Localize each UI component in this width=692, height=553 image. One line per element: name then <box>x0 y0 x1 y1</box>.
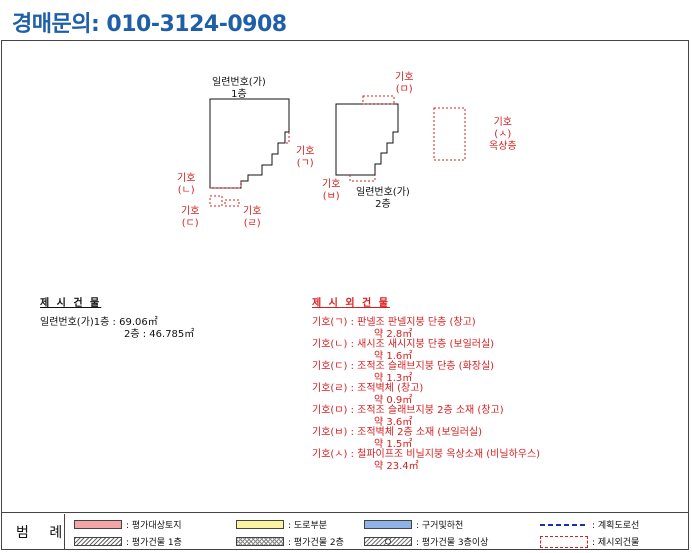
annex-mi-outline <box>362 95 395 105</box>
legend-box <box>64 514 689 550</box>
label-rieul-line1: 기호 <box>243 206 262 217</box>
legend-item: : 제시외건물 <box>540 535 639 548</box>
label-ga-1f-line2: 1층 <box>231 89 247 100</box>
label-nieun-line1: 기호 <box>177 173 196 184</box>
label-digeut-line1: 기호 <box>181 206 200 217</box>
label-ga-1f-line1: 일련번호(가) <box>212 77 266 88</box>
legend-swatch <box>236 537 284 546</box>
included-buildings-title: 제 시 건 물 <box>40 298 102 309</box>
building-ga-1f-outline <box>209 98 290 189</box>
included-line-1: 일련번호(가)1층 : 69.06㎡ <box>40 317 158 328</box>
excluded-item-area: 약 0.9㎡ <box>374 395 413 406</box>
label-bieup-line2: (ㅂ) <box>322 191 340 202</box>
excluded-item: 기호(ㄷ) : 조적조 슬래브지붕 단층 (화장실)약 1.3㎡ <box>312 361 494 384</box>
excluded-item-desc: 기호(ㄹ) : 조적벽체 (창고) <box>312 383 424 394</box>
legend-swatch <box>364 537 412 546</box>
annex-giyeok-outline <box>285 132 290 144</box>
excluded-item-area: 약 2.8㎡ <box>374 329 413 340</box>
label-giyeok: 기호 (ㄱ) <box>296 146 314 170</box>
excluded-item-area: 약 23.4㎡ <box>374 461 419 472</box>
label-giyeok-line2: (ㄱ) <box>296 158 314 169</box>
excluded-item: 기호(ㄹ) : 조적벽체 (창고)약 0.9㎡ <box>312 383 423 406</box>
label-mi-line1: 기호 <box>395 72 414 83</box>
legend-swatch <box>236 520 284 529</box>
label-ga-1f: 일련번호(가) 1층 <box>212 77 266 101</box>
label-mi: 기호 (ㅁ) <box>395 72 413 96</box>
legend-label: : 평가건물 3층이상 <box>416 538 489 548</box>
label-sa: 기호 (ㅅ) 옥상층 <box>489 117 517 153</box>
excluded-item-desc: 기호(ㅂ) : 조적벽체 2층 소재 (보일러실) <box>312 427 483 438</box>
legend-label: : 평가건물 1층 <box>126 538 182 548</box>
label-rieul: 기호 (ㄹ) <box>243 206 261 230</box>
drawing-frame <box>1 40 689 550</box>
label-sa-line2: (ㅅ) <box>494 129 512 140</box>
legend-item: : 도로부분 <box>236 518 327 531</box>
legend-label: : 계획도로선 <box>592 521 640 531</box>
legend-item: : 평가대상토지 <box>74 518 182 531</box>
label-sa-line1: 기호 <box>493 117 512 128</box>
label-ga-2f: 일련번호(가) 2층 <box>356 187 410 211</box>
legend-swatch <box>74 537 122 546</box>
annex-sa-outline <box>433 107 466 161</box>
legend-label: : 평가대상토지 <box>126 521 182 531</box>
legend-title: 범 례 <box>16 525 71 541</box>
label-ga-2f-line2: 2층 <box>375 199 391 210</box>
legend-item: : 계획도로선 <box>540 518 639 531</box>
label-bieup-line1: 기호 <box>322 179 341 190</box>
label-nieun: 기호 (ㄴ) <box>177 173 195 197</box>
legend-swatch <box>364 520 412 529</box>
label-ga-2f-line1: 일련번호(가) <box>356 187 410 198</box>
annex-rieul-outline <box>224 199 240 207</box>
excluded-item-area: 약 1.3㎡ <box>374 373 413 384</box>
excluded-item-desc: 기호(ㄱ) : 판넬조 판넬지붕 단층 (창고) <box>312 317 476 328</box>
label-bieup: 기호 (ㅂ) <box>322 179 340 203</box>
legend-label: : 제시외건물 <box>592 538 640 548</box>
legend-bar <box>1 512 689 551</box>
excluded-item-desc: 기호(ㄴ) : 새시조 새시지붕 단층 (보일러실) <box>312 339 495 350</box>
legend-swatch <box>74 520 122 529</box>
included-line-2: 2층 : 46.785㎡ <box>124 329 195 340</box>
excluded-item: 기호(ㅁ) : 조적조 슬래브지붕 2층 소재 (창고)약 3.6㎡ <box>312 405 504 428</box>
building-ga-2f-outline <box>335 103 399 176</box>
floor-plan-drawing <box>209 95 466 207</box>
excluded-buildings-title: 제 시 외 건 물 <box>312 298 390 309</box>
label-digeut-line2: (ㄷ) <box>181 218 199 229</box>
excluded-item-area: 약 1.6㎡ <box>374 351 413 362</box>
excluded-item: 기호(ㅂ) : 조적벽체 2층 소재 (보일러실)약 1.5㎡ <box>312 427 482 450</box>
label-digeut: 기호 (ㄷ) <box>181 206 199 230</box>
legend-label: : 도로부분 <box>288 521 328 531</box>
page-title: 경매문의: 010-3124-0908 <box>12 12 287 37</box>
legend-item: : 평가건물 1층 <box>74 535 182 548</box>
excluded-item: 기호(ㄱ) : 판넬조 판넬지붕 단층 (창고)약 2.8㎡ <box>312 317 476 340</box>
excluded-item-desc: 기호(ㅅ) : 철파이프조 비닐지붕 옥상소재 (비닐하우스) <box>312 449 541 460</box>
legend-item: : 평가건물 3층이상 <box>364 535 488 548</box>
excluded-item-area: 약 3.6㎡ <box>374 417 413 428</box>
label-mi-line2: (ㅁ) <box>395 84 413 95</box>
excluded-item: 기호(ㅅ) : 철파이프조 비닐지붕 옥상소재 (비닐하우스)약 23.4㎡ <box>312 449 540 472</box>
label-sa-line3: 옥상층 <box>489 141 517 152</box>
annex-nieun-outline <box>210 182 242 189</box>
excluded-item-area: 약 1.5㎡ <box>374 439 413 450</box>
legend-item: : 구거및하천 <box>364 518 463 531</box>
label-nieun-line2: (ㄴ) <box>177 185 195 196</box>
annex-digeut-outline <box>209 195 223 207</box>
excluded-item-desc: 기호(ㄷ) : 조적조 슬래브지붕 단층 (화장실) <box>312 361 495 372</box>
legend-label: : 구거및하천 <box>416 521 464 531</box>
legend-item: : 평가건물 2층 <box>236 535 344 548</box>
legend-swatch <box>540 523 588 526</box>
label-giyeok-line1: 기호 <box>296 146 315 157</box>
annex-bieup-outline <box>349 175 376 182</box>
excluded-item: 기호(ㄴ) : 새시조 새시지붕 단층 (보일러실)약 1.6㎡ <box>312 339 494 362</box>
label-rieul-line2: (ㄹ) <box>243 218 261 229</box>
legend-swatch <box>540 535 588 548</box>
excluded-item-desc: 기호(ㅁ) : 조적조 슬래브지붕 2층 소재 (창고) <box>312 405 504 416</box>
legend-label: : 평가건물 2층 <box>288 538 344 548</box>
